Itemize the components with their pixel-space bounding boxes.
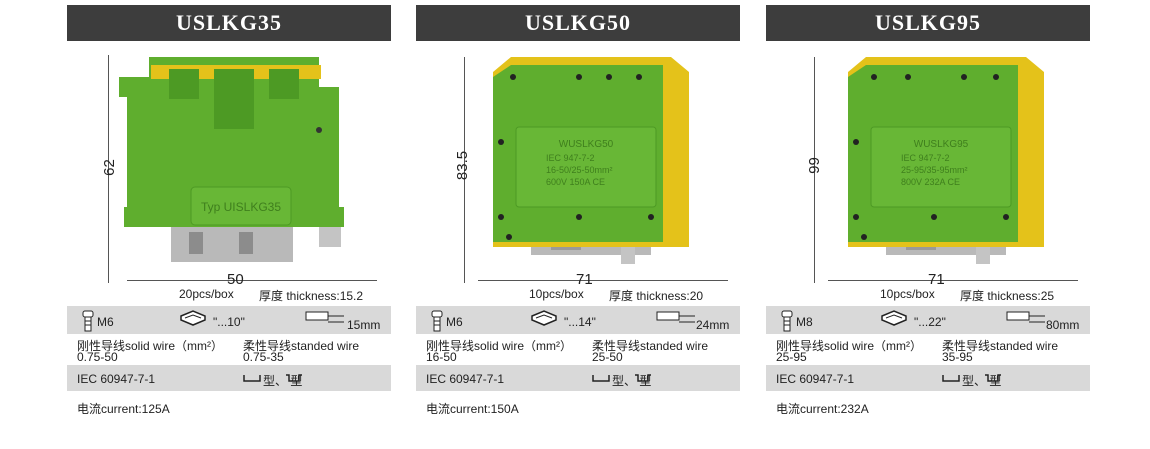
solid-wire-range: 25-95 bbox=[776, 350, 807, 364]
strip-length: 15mm bbox=[347, 318, 381, 332]
width-dimension-line bbox=[828, 280, 1078, 281]
pack-quantity: 10pcs/box bbox=[529, 287, 584, 301]
product-label-text: 25-95/35-95mm² bbox=[901, 165, 968, 175]
screw-size: M6 bbox=[97, 315, 114, 329]
wire-gauge-icon bbox=[881, 310, 907, 326]
spec-row-wire: 刚性导线solid wire（mm²） 25-95 柔性导线standed wi… bbox=[766, 334, 1090, 365]
wire-gauge: "...10" bbox=[213, 315, 245, 329]
standard-label: IEC 60947-7-1 bbox=[426, 372, 505, 386]
spec-row-standard: IEC 60947-7-1 型、 型 bbox=[416, 365, 740, 391]
thickness-spec: 厚度 thickness:25 bbox=[960, 289, 1055, 303]
width-dimension-line bbox=[478, 280, 728, 281]
product-title: USLKG50 bbox=[416, 5, 740, 41]
rail-mount-icon bbox=[286, 374, 302, 382]
width-dimension-label: 71 bbox=[576, 271, 593, 288]
product-label-text: WUSLKG95 bbox=[914, 139, 969, 150]
wire-gauge: "...14" bbox=[564, 315, 596, 329]
mount-type: 型、 型 bbox=[962, 374, 1002, 388]
product-label-text: 800V 232A CE bbox=[901, 177, 960, 187]
current-rating: 电流current:125A bbox=[77, 402, 170, 416]
spec-row-connection: M6 "...10" 15mm bbox=[67, 306, 391, 334]
height-dimension-line bbox=[464, 57, 465, 283]
solid-wire-range: 16-50 bbox=[426, 350, 457, 364]
rail-mount-icon bbox=[635, 374, 651, 382]
rail-mount-icon bbox=[985, 374, 1001, 382]
width-dimension-line bbox=[127, 280, 377, 281]
mount-type: 型、 型 bbox=[263, 374, 303, 388]
pack-quantity: 20pcs/box bbox=[179, 287, 234, 301]
solid-wire-label: 刚性导线solid wire（mm²） bbox=[776, 339, 923, 353]
screw-icon bbox=[82, 310, 94, 332]
height-dimension-label: 62 bbox=[100, 159, 118, 176]
width-dimension-label: 71 bbox=[928, 271, 945, 288]
product-panel-uslkg50: USLKG50 83.5 WUSLKG50 IEC 947-7-2 16-50/… bbox=[416, 5, 740, 445]
rail-mount-icon bbox=[243, 375, 261, 382]
wire-gauge-icon bbox=[180, 310, 206, 326]
stranded-wire-range: 0.75-35 bbox=[243, 350, 284, 364]
height-dimension-label: 99 bbox=[805, 157, 823, 174]
product-panel-uslkg35: USLKG35 62 Typ UISLKG35 50 20pcs/box 厚度 … bbox=[67, 5, 391, 445]
current-rating: 电流current:150A bbox=[426, 402, 519, 416]
standard-label: IEC 60947-7-1 bbox=[776, 372, 855, 386]
terminal-block-image: Typ UISLKG35 bbox=[119, 57, 344, 262]
height-dimension-line bbox=[108, 55, 109, 283]
spec-row-standard: IEC 60947-7-1 型、 型 bbox=[67, 365, 391, 391]
product-label-text: 600V 150A CE bbox=[546, 177, 605, 187]
strip-length-icon bbox=[1006, 311, 1045, 323]
stranded-wire-label: 柔性导线standed wire bbox=[942, 339, 1059, 353]
solid-wire-label: 刚性导线solid wire（mm²） bbox=[77, 339, 224, 353]
standard-label: IEC 60947-7-1 bbox=[77, 372, 156, 386]
product-label-text: IEC 947-7-2 bbox=[901, 153, 950, 163]
strip-length: 80mm bbox=[1046, 318, 1080, 332]
stranded-wire-label: 柔性导线standed wire bbox=[592, 339, 709, 353]
thickness-spec: 厚度 thickness:15.2 bbox=[259, 289, 364, 303]
strip-length-icon bbox=[305, 311, 344, 323]
product-title: USLKG35 bbox=[67, 5, 391, 41]
height-dimension-line bbox=[814, 57, 815, 283]
width-dimension-label: 50 bbox=[227, 271, 244, 288]
strip-length-icon bbox=[656, 311, 695, 323]
rail-mount-icon bbox=[942, 375, 960, 382]
strip-length: 24mm bbox=[696, 318, 730, 332]
current-rating: 电流current:232A bbox=[776, 402, 869, 416]
product-title: USLKG95 bbox=[766, 5, 1090, 41]
spec-row-standard: IEC 60947-7-1 型、 型 bbox=[766, 365, 1090, 391]
screw-size: M8 bbox=[796, 315, 813, 329]
spec-row-wire: 刚性导线solid wire（mm²） 0.75-50 柔性导线standed … bbox=[67, 334, 391, 365]
wire-gauge-icon bbox=[531, 310, 557, 326]
stranded-wire-range: 25-50 bbox=[592, 350, 623, 364]
stranded-wire-label: 柔性导线standed wire bbox=[243, 339, 360, 353]
product-label-text: IEC 947-7-2 bbox=[546, 153, 595, 163]
rail-mount-icon bbox=[592, 375, 610, 382]
mount-type: 型、 型 bbox=[612, 374, 652, 388]
product-label-text: WUSLKG50 bbox=[559, 139, 614, 150]
spec-row-connection: M8 "...22" 80mm bbox=[766, 306, 1090, 334]
spec-row-connection: M6 "...14" 24mm bbox=[416, 306, 740, 334]
product-label-text: Typ UISLKG35 bbox=[201, 200, 281, 214]
screw-size: M6 bbox=[446, 315, 463, 329]
spec-row-wire: 刚性导线solid wire（mm²） 16-50 柔性导线standed wi… bbox=[416, 334, 740, 365]
wire-gauge: "...22" bbox=[914, 315, 946, 329]
product-label-text: 16-50/25-50mm² bbox=[546, 165, 613, 175]
terminal-block-image: WUSLKG50 IEC 947-7-2 16-50/25-50mm² 600V… bbox=[493, 57, 689, 264]
solid-wire-label: 刚性导线solid wire（mm²） bbox=[426, 339, 573, 353]
thickness-spec: 厚度 thickness:20 bbox=[609, 289, 704, 303]
terminal-block-image: WUSLKG95 IEC 947-7-2 25-95/35-95mm² 800V… bbox=[848, 57, 1044, 264]
screw-icon bbox=[431, 310, 443, 332]
solid-wire-range: 0.75-50 bbox=[77, 350, 118, 364]
product-panel-uslkg95: USLKG95 99 WUSLKG95 IEC 947-7-2 25-95/35… bbox=[766, 5, 1090, 445]
stranded-wire-range: 35-95 bbox=[942, 350, 973, 364]
pack-quantity: 10pcs/box bbox=[880, 287, 935, 301]
screw-icon bbox=[781, 310, 793, 332]
height-dimension-label: 83.5 bbox=[454, 150, 472, 181]
